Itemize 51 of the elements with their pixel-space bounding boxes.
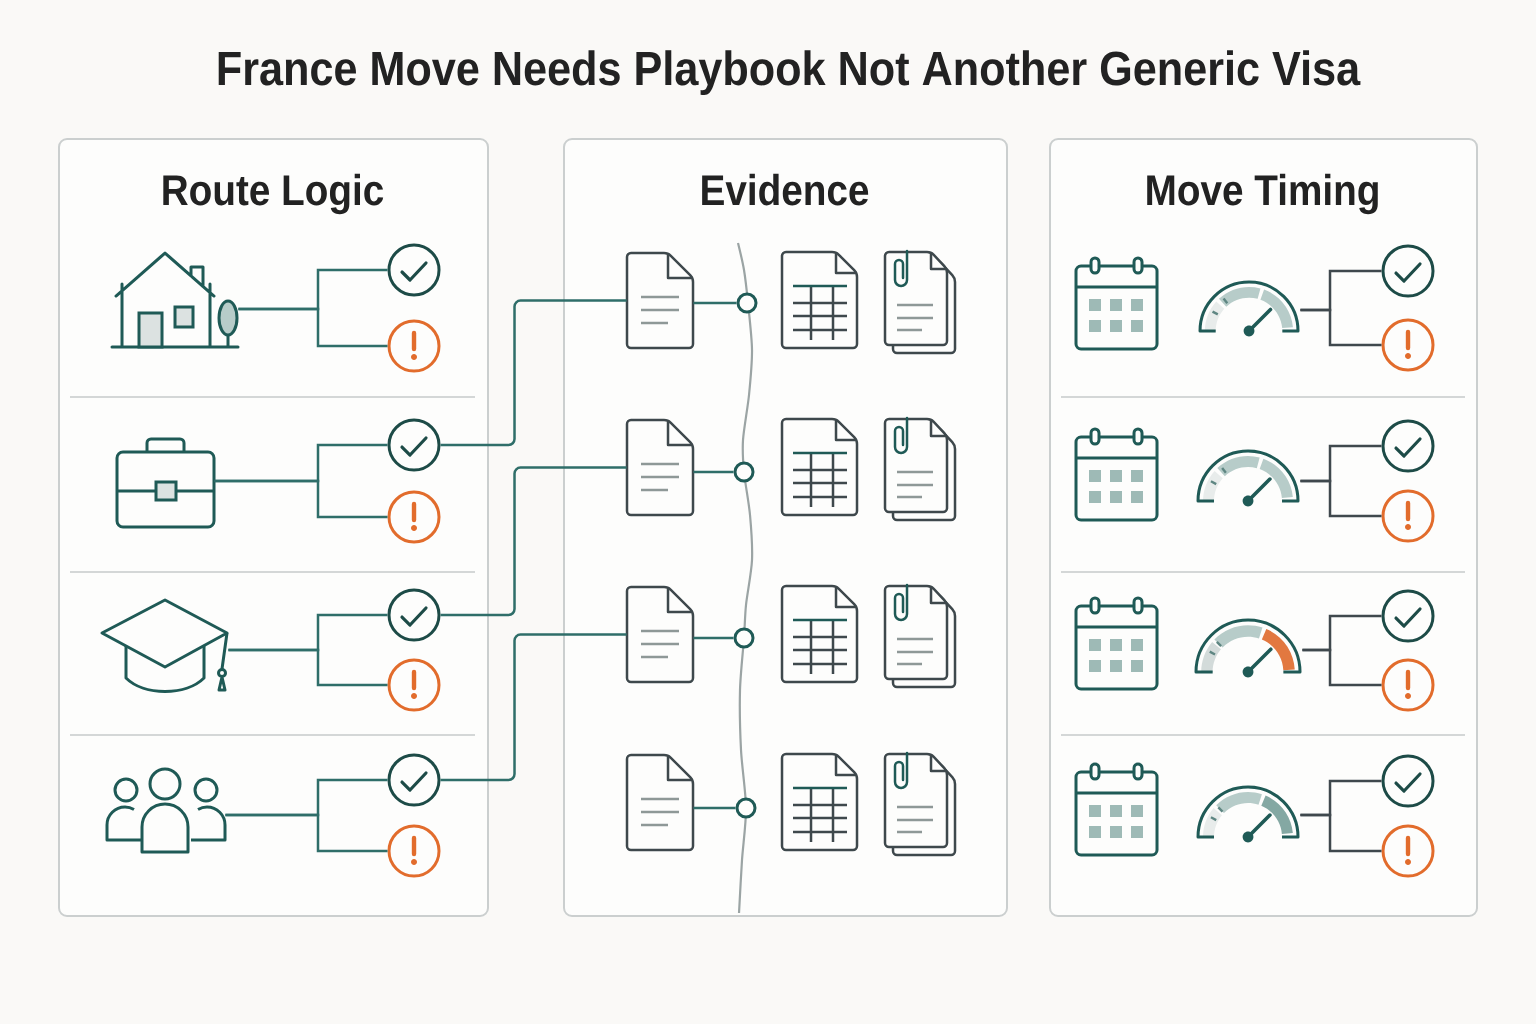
connector-line [693, 470, 734, 474]
connector-line [440, 633, 627, 782]
connector-line [238, 307, 388, 348]
house-icon [110, 251, 240, 349]
graduation-cap-icon [100, 598, 229, 693]
timeline-dot [733, 461, 755, 483]
check-icon [1381, 589, 1435, 643]
connector-line [228, 648, 388, 687]
connector-line [1300, 479, 1382, 518]
connector-line [1300, 308, 1382, 347]
check-icon [387, 418, 441, 472]
gauge-icon [1196, 785, 1300, 843]
check-icon [387, 243, 441, 297]
warning-icon [1381, 318, 1435, 372]
document-icon [625, 251, 695, 350]
connector-line [1302, 648, 1382, 687]
timeline-dot [735, 797, 757, 819]
document-icon [625, 418, 695, 517]
warning-icon [1381, 824, 1435, 878]
document-icon [625, 753, 695, 852]
connector-line [693, 301, 737, 305]
warning-icon [387, 824, 441, 878]
connector-line [225, 813, 388, 853]
briefcase-icon [115, 437, 216, 529]
check-icon [387, 753, 441, 807]
warning-icon [387, 490, 441, 544]
warning-icon [387, 658, 441, 712]
gauge-icon [1198, 280, 1300, 337]
document-icon [625, 585, 695, 684]
connector-line [440, 466, 627, 617]
warning-icon [387, 319, 441, 373]
people-icon [105, 767, 227, 854]
warning-icon [1381, 658, 1435, 712]
connector-line [693, 636, 734, 640]
timeline-dot [736, 292, 758, 314]
connector-line [214, 479, 388, 519]
gauge-icon [1194, 618, 1302, 678]
check-icon [1381, 419, 1435, 473]
gauge-icon [1196, 449, 1300, 507]
connector-line [693, 806, 736, 810]
connector-line [1300, 813, 1382, 853]
panel-heading: Move Timing [1147, 173, 1378, 215]
panel-heading: Route Logic [163, 173, 384, 215]
check-icon [387, 588, 441, 642]
panel-heading: Evidence [702, 173, 869, 206]
check-icon [1381, 244, 1435, 298]
check-icon [1381, 754, 1435, 808]
title: France Move Needs Playbook Not Another Generic Visa [218, 50, 1361, 95]
timeline-dot [733, 627, 755, 649]
warning-icon [1381, 489, 1435, 543]
connector-line [440, 299, 627, 447]
